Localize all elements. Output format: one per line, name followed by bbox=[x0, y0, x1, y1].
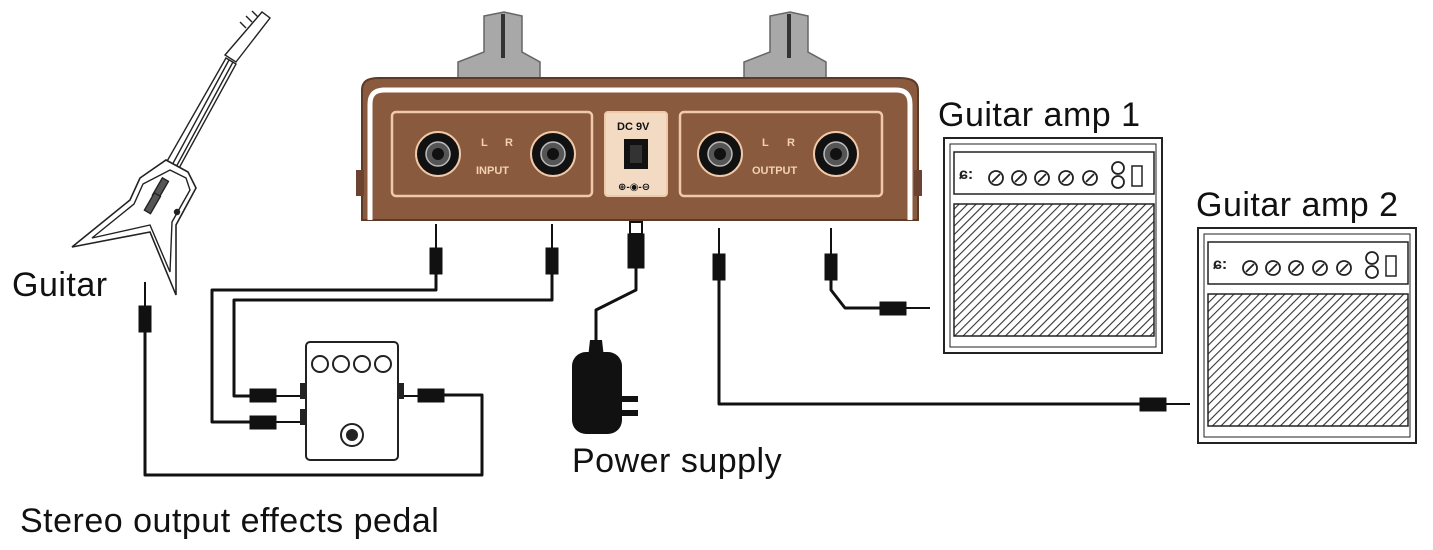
cable-effects-R-to-input-R bbox=[232, 272, 554, 398]
guitar-amp-2: ɕ: bbox=[1197, 227, 1417, 444]
output-left-label: L bbox=[762, 137, 769, 149]
cable-plugs bbox=[138, 221, 1190, 430]
input-label: INPUT bbox=[476, 165, 509, 177]
guitar-amp-1: ɕ: bbox=[943, 137, 1163, 354]
input-panel bbox=[390, 110, 594, 198]
guitar-label: Guitar bbox=[12, 266, 108, 304]
dc-polarity-label: ⊕-◉-⊖ bbox=[618, 182, 650, 193]
cable-guitar-to-effects bbox=[143, 330, 484, 477]
svg-text:ɕ:: ɕ: bbox=[959, 166, 973, 183]
output-right-label: R bbox=[787, 137, 795, 149]
effects-pedal bbox=[300, 341, 404, 461]
amp1-label: Guitar amp 1 bbox=[938, 96, 1141, 134]
effects-pedal-label: Stereo output effects pedal bbox=[20, 502, 439, 540]
main-pedal: L R INPUT L R OUTPUT DC 9V ⊕-◉-⊖ bbox=[356, 11, 922, 221]
dc-label: DC 9V bbox=[617, 121, 650, 133]
cable-output-L-to-amp2 bbox=[717, 278, 1140, 406]
power-adapter bbox=[572, 340, 638, 434]
pedal-knob-right bbox=[743, 11, 827, 81]
guitar-illustration bbox=[71, 10, 271, 296]
cable-output-R-to-amp1 bbox=[829, 278, 882, 310]
cable-effects-L-to-input-L bbox=[210, 272, 438, 424]
power-supply-label: Power supply bbox=[572, 442, 782, 480]
svg-text:ɕ:: ɕ: bbox=[1213, 256, 1227, 273]
cable-power bbox=[594, 268, 638, 345]
amp2-label: Guitar amp 2 bbox=[1196, 186, 1399, 224]
output-panel bbox=[678, 110, 884, 198]
input-left-label: L bbox=[481, 137, 488, 149]
pedal-knob-left bbox=[457, 11, 541, 81]
effects-knobs bbox=[311, 355, 392, 373]
input-right-label: R bbox=[505, 137, 513, 149]
cables bbox=[143, 268, 1140, 477]
output-label: OUTPUT bbox=[752, 165, 798, 177]
